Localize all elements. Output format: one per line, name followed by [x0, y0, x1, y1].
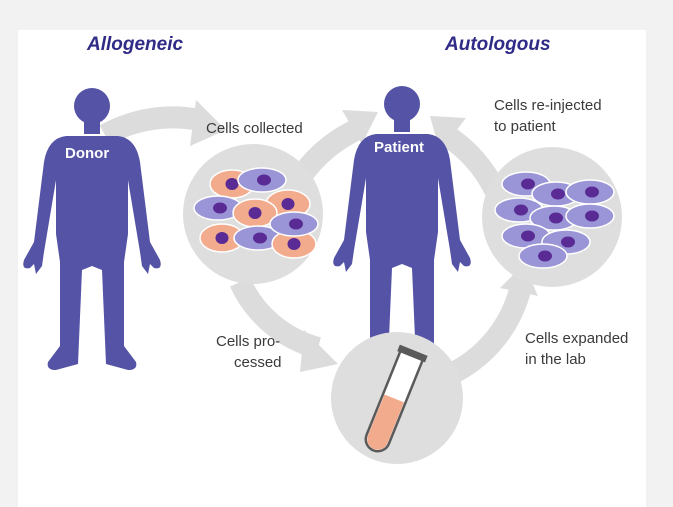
allogeneic-arrowheads — [190, 100, 338, 372]
arrowhead-processed — [300, 330, 338, 372]
step-expanded-line1: Cells expanded — [525, 330, 628, 347]
arrow-cells-to-patient — [439, 125, 505, 196]
arrowhead-collected — [190, 100, 226, 146]
donor-label: Donor — [65, 145, 109, 162]
arrow-lab-to-cells — [449, 286, 531, 382]
allogeneic-title: Allogeneic — [86, 34, 184, 55]
arrowhead-patient — [342, 110, 378, 144]
step-reinjected-line2: to patient — [494, 118, 557, 135]
autologous-title: Autologous — [444, 34, 551, 55]
arrow-patient-up — [290, 117, 365, 185]
arrowhead-expanded — [500, 264, 538, 296]
step-reinjected-line1: Cells re-injected — [494, 97, 602, 114]
patient-label: Patient — [374, 139, 424, 156]
uniform-cell-cluster-icon — [482, 147, 622, 287]
step-processed-line1: Cells pro- — [216, 333, 280, 350]
arrow-donor-to-cells — [99, 106, 203, 145]
step-collected-label: Cells collected — [206, 120, 303, 137]
step-processed-line2: cessed — [234, 354, 282, 371]
test-tube-icon — [331, 332, 463, 464]
step-expanded-line2: in the lab — [525, 351, 586, 368]
mixed-cell-cluster-icon — [183, 144, 323, 284]
